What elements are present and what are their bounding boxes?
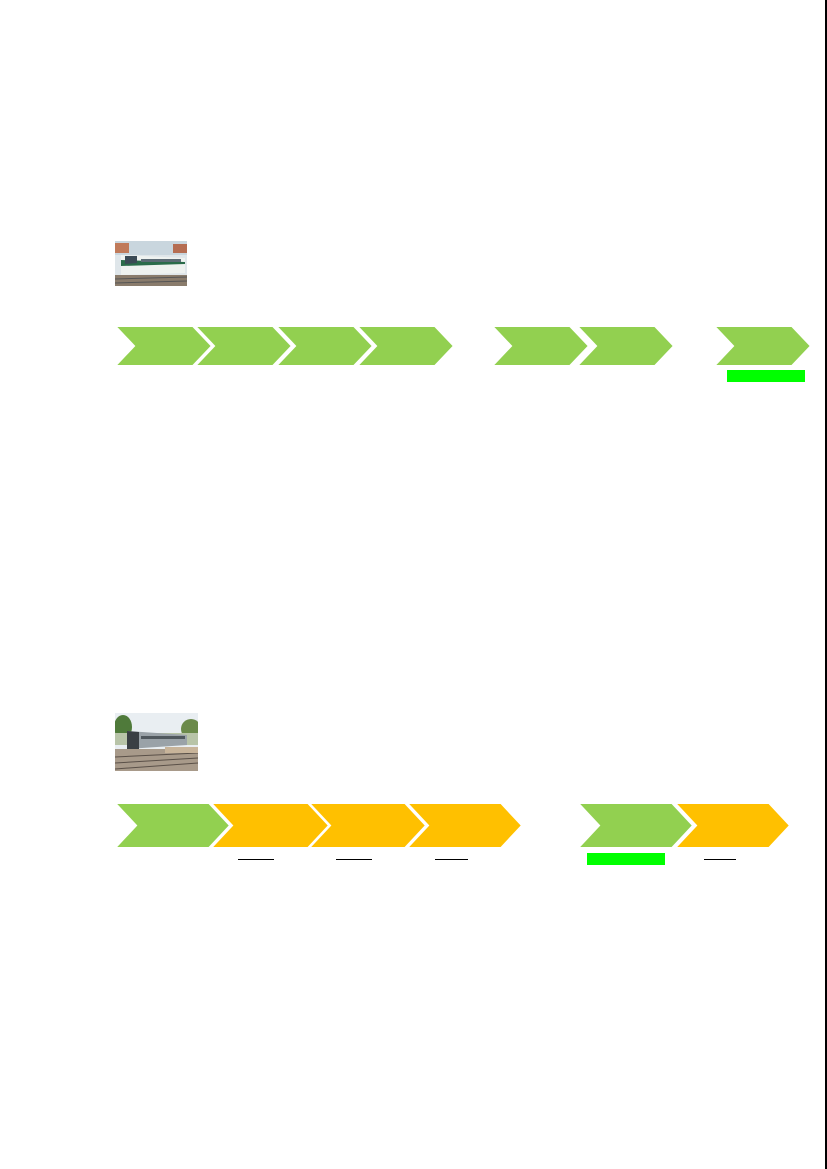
process-step-chevron <box>492 326 589 366</box>
process-step-chevron <box>115 803 230 848</box>
blank-underline <box>336 859 372 860</box>
process-step-chevron <box>577 326 674 366</box>
highlight-marker-1 <box>727 370 805 382</box>
process-step-chevron <box>115 326 212 366</box>
blank-underline <box>435 859 468 860</box>
process-step-chevron <box>578 803 693 848</box>
highlight-marker-2 <box>587 853 665 865</box>
process-step-chevron <box>714 326 811 366</box>
blank-underline <box>238 859 274 860</box>
blank-underline <box>704 859 736 860</box>
